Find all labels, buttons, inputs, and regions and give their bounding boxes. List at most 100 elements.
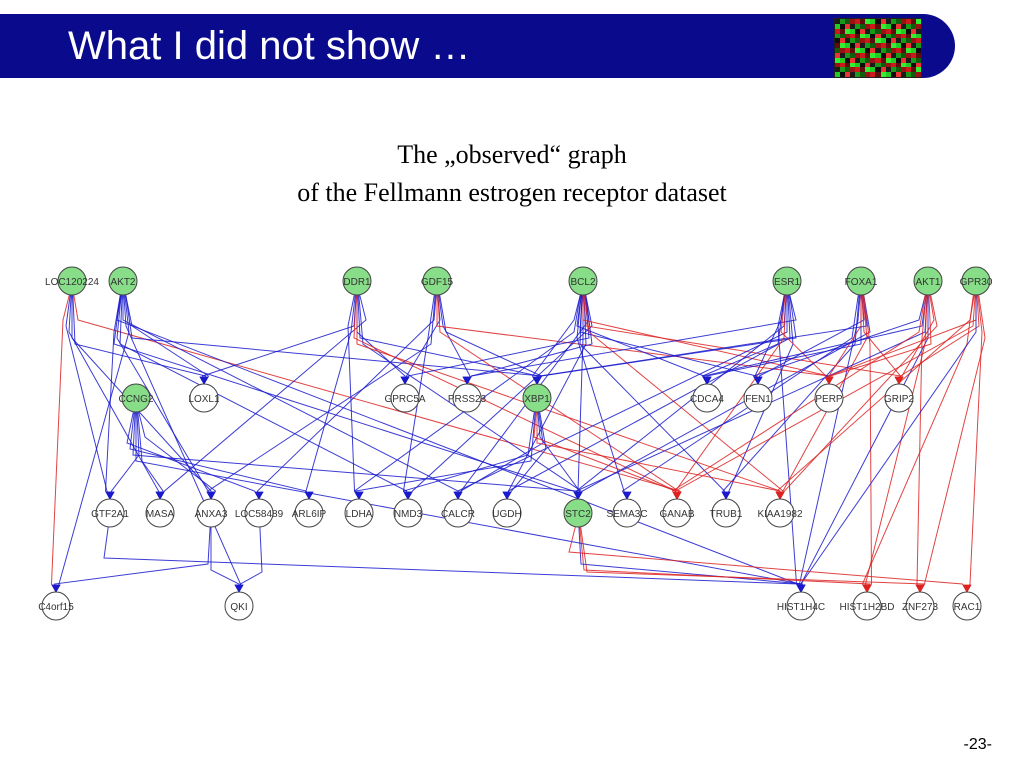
node-arl6ip-label: ARL6IP (292, 509, 327, 520)
node-loc58489-circle (244, 498, 274, 528)
node-znf273: ZNF273 (902, 591, 939, 621)
node-anxa3-circle (196, 498, 226, 528)
node-perp-circle (814, 383, 844, 413)
node-grip2-label: GRIP2 (884, 394, 914, 405)
node-ugdh-label: UGDH (492, 509, 521, 520)
node-fen1-circle (743, 383, 773, 413)
edge-ccng2-to-loc58489 (126, 411, 260, 500)
arrowhead-ccng2-to-masa (155, 491, 165, 500)
edge-ccng2-to-anxa3 (138, 411, 217, 500)
node-akt1: AKT1 (913, 266, 943, 296)
arrowhead-loc58489-to-qki (234, 584, 244, 593)
node-gtf2a1-circle (95, 498, 125, 528)
diagram-caption-line-2: of the Fellmann estrogen receptor datase… (297, 178, 727, 207)
edge-esr1-to-prss23 (466, 294, 797, 385)
node-grip2: GRIP2 (884, 383, 914, 413)
node-c4orf15-circle (41, 591, 71, 621)
node-masa-label: MASA (146, 509, 175, 520)
edge-akt2-to-qki (123, 294, 242, 593)
node-gpr30-circle (961, 266, 991, 296)
arrowhead-bcl2-to-gprc5a (400, 376, 410, 385)
edge-anxa3-to-qki (210, 527, 240, 592)
arrowhead-xbp1-to-stc2 (573, 491, 583, 500)
node-anxa3-label: ANXA3 (195, 509, 228, 520)
node-calcr-circle (443, 498, 473, 528)
node-arl6ip: ARL6IP (292, 498, 327, 528)
node-prss23: PRSS23 (448, 383, 487, 413)
node-ldha: LDHA (344, 498, 374, 528)
title-bar (0, 14, 955, 78)
node-xbp1-circle (522, 383, 552, 413)
node-bcl2-circle (568, 266, 598, 296)
arrowhead-gpr30-to-perp (824, 376, 834, 385)
edge-loc120224-to-gtf2a1 (65, 294, 111, 500)
arrowhead-stc2-to-znf273 (915, 584, 925, 593)
node-loc58489: LOC58489 (235, 498, 284, 528)
node-gprc5a-label: GPRC5A (384, 394, 425, 405)
node-stc2-label: STC2 (565, 509, 591, 520)
node-akt1-circle (913, 266, 943, 296)
node-ugdh: UGDH (492, 498, 522, 528)
node-ccng2-label: CCNG2 (118, 394, 153, 405)
arrowhead-foxa1-to-sema3c (622, 491, 632, 500)
node-ccng2-circle (121, 383, 151, 413)
edge-akt2-to-nmd3 (119, 294, 409, 500)
node-gprc5a-circle (390, 383, 420, 413)
node-c4orf15-label: C4orf15 (38, 602, 74, 613)
node-gprc5a: GPRC5A (384, 383, 426, 413)
node-masa: MASA (145, 498, 175, 528)
node-foxa1: FOXA1 (845, 266, 878, 296)
node-hist1h4c-label: HIST1H4C (777, 602, 825, 613)
node-arl6ip-circle (294, 498, 324, 528)
arrowhead-gtf2a1-to-hist1h4c (796, 584, 806, 593)
node-kiaa1982: KIAA1982 (757, 498, 803, 528)
node-akt2-circle (108, 266, 138, 296)
node-sema3c: SEMA3C (606, 498, 648, 528)
arrowhead-foxa1-to-xbp1 (532, 376, 542, 385)
arrowhead-xbp1-to-ldha (354, 491, 364, 500)
edge-akt1-to-grip2 (898, 294, 935, 385)
node-znf273-label: ZNF273 (902, 602, 939, 613)
edge-ddr1-to-xbp1 (357, 294, 540, 385)
arrowhead-stc2-to-hist1h2bd (862, 584, 872, 593)
edge-gpr30-to-rac1 (966, 294, 983, 593)
node-nmd3-circle (393, 498, 423, 528)
node-rac1: RAC1 (952, 591, 982, 621)
node-hist1h4c-circle (786, 591, 816, 621)
edge-loc120224-to-ganab (73, 294, 681, 500)
node-nmd3-label: NMD3 (394, 509, 423, 520)
edge-ccng2-to-arl6ip (129, 411, 310, 500)
node-loc120224-circle (57, 266, 87, 296)
node-calcr-label: CALCR (441, 509, 475, 520)
arrowhead-anxa3-to-c4orf15 (51, 584, 61, 593)
node-loc120224: LOC120224 (45, 266, 99, 296)
edge-stc2-to-rac1 (568, 526, 968, 593)
edge-ddr1-to-loxl1 (201, 294, 357, 385)
diagram-caption-line-1: The „observed“ graph (397, 140, 627, 169)
edge-loc120224-to-c4orf15 (50, 294, 70, 593)
arrowhead-stc2-to-rac1 (962, 584, 972, 593)
node-hist1h2bd: HIST1H2BD (839, 591, 895, 621)
node-ganab: GANAB (659, 498, 695, 528)
node-gdf15-label: GDF15 (421, 277, 454, 288)
arrowhead-akt1-to-fen1 (753, 376, 763, 385)
microarray-heatmap-logo (834, 18, 922, 78)
node-kiaa1982-circle (765, 498, 795, 528)
node-masa-circle (145, 498, 175, 528)
edge-ccng2-to-stc2 (132, 411, 579, 500)
node-rac1-circle (952, 591, 982, 621)
edge-loc58489-to-qki (238, 526, 263, 593)
node-c4orf15: C4orf15 (38, 591, 74, 621)
node-xbp1-label: XBP1 (524, 394, 550, 405)
edge-bcl2-to-grip2 (583, 294, 902, 385)
node-loxl1-label: LOXL1 (188, 394, 220, 405)
edge-ddr1-to-gprc5a (356, 295, 406, 384)
node-prss23-label: PRSS23 (448, 394, 487, 405)
node-sema3c-circle (612, 498, 642, 528)
arrowhead-foxa1-to-trub1 (721, 491, 731, 500)
node-znf273-circle (905, 591, 935, 621)
node-akt2: AKT2 (108, 266, 138, 296)
arrowhead-xbp1-to-nmd3 (403, 491, 413, 500)
arrowhead-ccng2-to-anxa3 (206, 491, 216, 500)
